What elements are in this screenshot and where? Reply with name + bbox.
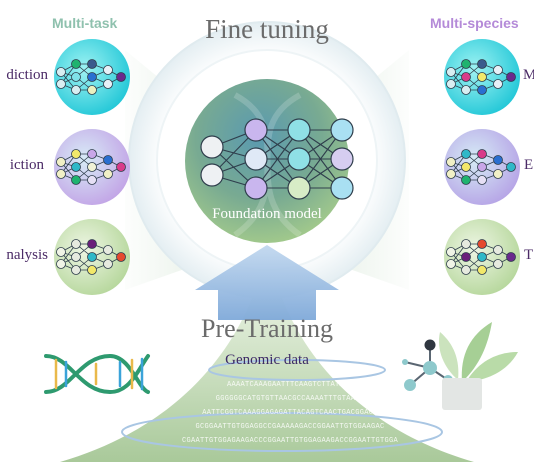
- pretraining-title: Pre-Training: [201, 314, 333, 343]
- multi-species-header: Multi-species: [430, 15, 519, 31]
- left-task-circle-2: [54, 129, 130, 205]
- left-task-label-1: diction: [6, 67, 48, 83]
- multi-task-header: Multi-task: [52, 15, 118, 31]
- dna-sequence-line: GGGGGGCATGTGTTAACGCCAAAATTTGTAAAT: [215, 395, 365, 403]
- foundation-nodes: [200, 118, 354, 200]
- plant-icon: [438, 322, 518, 410]
- left-task-label-2: iction: [9, 157, 44, 173]
- right-species-circle-3: [444, 219, 520, 295]
- genomic-disc-bottom: [121, 412, 443, 452]
- foundation-model-label: Foundation model: [212, 206, 322, 222]
- right-species-label-3: T: [524, 247, 534, 263]
- left-task-label-3: nalysis: [6, 247, 48, 263]
- dna-sequence-line: GCGGAATTGTGGAGGCCGAAAAAGACCGGAATTGTGGAAG…: [195, 423, 385, 431]
- fine-tuning-title: Fine tuning: [205, 14, 329, 44]
- genomic-data-label: Genomic data: [225, 352, 309, 368]
- left-task-circle-1: [54, 39, 130, 115]
- right-species-label-2: E: [524, 157, 534, 173]
- foundation-dna-watermark: [233, 92, 302, 238]
- pretraining-arrow: [195, 245, 339, 320]
- genomic-disc-top: [208, 359, 386, 381]
- dna-sequence-line: CGAATTGTGGAGAAGACCCGGAATTGTGGAGAAGACCGGA…: [181, 437, 399, 445]
- right-species-label-1: M: [523, 67, 534, 83]
- left-task-circle-3: [54, 219, 130, 295]
- right-species-circle-1: [444, 39, 520, 115]
- dna-helix-icon: [44, 353, 150, 395]
- dna-sequence-line: AAAATCAAAGAATTTCAAGTCTTATATA: [226, 381, 354, 389]
- right-species-circle-2: [444, 129, 520, 205]
- dna-sequence-line: AATTCGGTCAAAGGAGAGATTACAGTCAACTGACGGACG: [202, 409, 378, 417]
